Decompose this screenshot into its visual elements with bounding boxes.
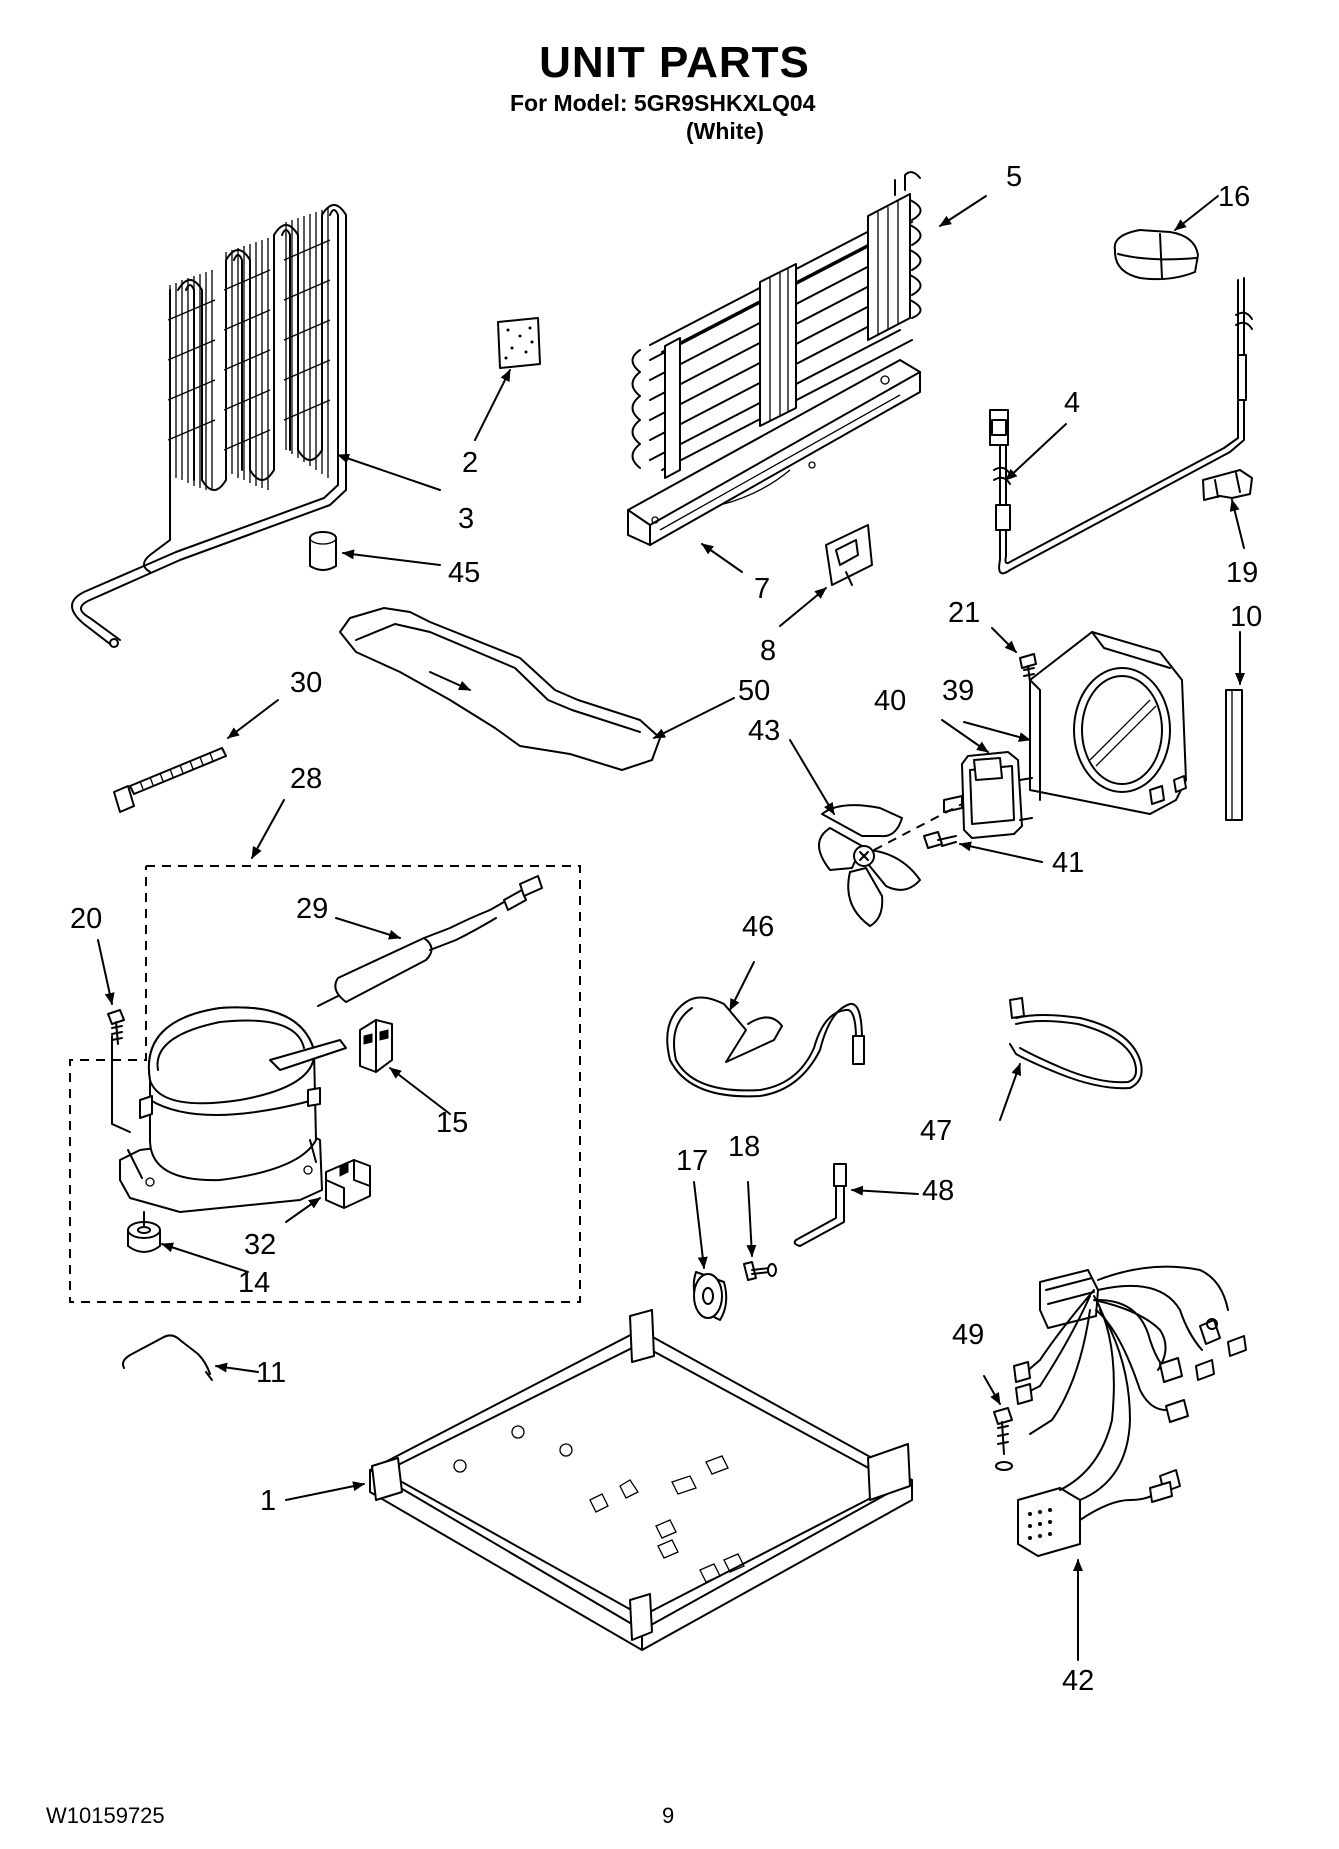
callout-11: 11 [256, 1357, 286, 1389]
callout-2: 2 [462, 447, 478, 479]
callout-21: 21 [948, 597, 980, 629]
drain-trough-drawing [627, 359, 921, 546]
clip-drawing [1202, 469, 1253, 501]
callout-3: 3 [458, 503, 474, 535]
screw-21-drawing [1019, 653, 1037, 683]
overload-drawing [325, 1159, 371, 1209]
cylinder-part-drawing [309, 531, 337, 571]
leader-lines [97, 195, 1245, 1661]
drain-pan-drawing [339, 607, 661, 771]
screw-49-drawing [993, 1407, 1013, 1471]
callout-18: 18 [728, 1131, 760, 1163]
callout-41: 41 [1052, 847, 1084, 879]
callout-50: 50 [738, 675, 770, 707]
callout-10: 10 [1230, 601, 1262, 633]
callout-29: 29 [296, 893, 328, 925]
callout-7: 7 [754, 573, 770, 605]
callout-43: 43 [748, 715, 780, 747]
callout-49: 49 [952, 1319, 984, 1351]
cap-drawing [1113, 229, 1199, 281]
screw-20-drawing [107, 1009, 125, 1045]
callout-20: 20 [70, 903, 102, 935]
page-title: UNIT PARTS [539, 38, 810, 87]
thermistor-drawing [989, 277, 1253, 575]
callout-8: 8 [760, 635, 776, 667]
tube-48-drawing [793, 1163, 847, 1247]
wire-clip-drawing [122, 1334, 213, 1381]
callout-42: 42 [1062, 1665, 1094, 1697]
condenser-coil-drawing [71, 204, 347, 648]
model-line: For Model: 5GR9SHKXLQ04 [510, 90, 816, 116]
callout-14: 14 [238, 1267, 270, 1299]
page-number: 9 [662, 1803, 675, 1828]
grommet-drawing [127, 1211, 161, 1253]
callout-19: 19 [1226, 557, 1258, 589]
callout-4: 4 [1064, 387, 1080, 419]
callout-40: 40 [874, 685, 906, 717]
callout-39: 39 [942, 675, 974, 707]
callout-28: 28 [290, 763, 322, 795]
fan-shroud-drawing [1029, 631, 1187, 815]
color-line: (White) [686, 118, 764, 144]
fan-blade-drawing [818, 803, 963, 927]
callout-labels: 5 16 2 4 3 45 7 19 8 21 10 30 50 39 40 4… [70, 161, 1262, 1697]
evaporator-drawing [631, 171, 922, 479]
screw-41-drawing [923, 831, 957, 849]
fan-motor-drawing [943, 751, 1033, 839]
base-frame-drawing [369, 1309, 913, 1651]
callout-46: 46 [742, 911, 774, 943]
callout-15: 15 [436, 1107, 468, 1139]
pin-drawing [743, 1261, 777, 1281]
callout-30: 30 [290, 667, 322, 699]
drier-drawing [317, 875, 543, 1007]
tube-46-drawing [666, 996, 865, 1098]
pad-drawing [497, 317, 541, 369]
relay-drawing [359, 1019, 393, 1073]
callout-1: 1 [260, 1485, 276, 1517]
wire-harness-drawing [1013, 1265, 1247, 1557]
callout-47: 47 [920, 1115, 952, 1147]
document-code: W10159725 [46, 1803, 165, 1828]
tube-47-drawing [1009, 997, 1143, 1090]
callout-45: 45 [448, 557, 480, 589]
roller-drawing [692, 1271, 728, 1321]
strip-drawing [1225, 689, 1243, 821]
callout-16: 16 [1218, 181, 1250, 213]
cable-tie-drawing [113, 747, 227, 813]
callout-5: 5 [1006, 161, 1022, 193]
callout-32: 32 [244, 1229, 276, 1261]
group-28-boundary [69, 865, 581, 1303]
callout-48: 48 [922, 1175, 954, 1207]
callout-17: 17 [676, 1145, 708, 1177]
compressor-drawing [111, 1006, 347, 1213]
bracket-drawing [825, 524, 873, 586]
